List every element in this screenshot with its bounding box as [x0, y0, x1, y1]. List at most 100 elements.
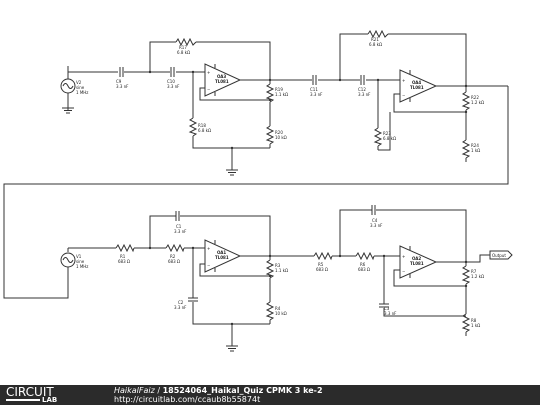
r19-name: R19 — [275, 87, 283, 92]
r19-value: 1.1 kΩ — [275, 92, 288, 97]
logo-text-bottom: LAB — [42, 396, 58, 404]
resistor-icon — [461, 265, 471, 285]
c2-name: C2 — [178, 300, 184, 305]
r22-name: R22 — [471, 95, 479, 100]
ground-icon — [226, 345, 238, 352]
source-v2-type: sine — [76, 85, 85, 90]
capacitor-icon — [360, 75, 365, 85]
r22-value: 1.2 kΩ — [471, 100, 484, 105]
opamp-icon — [204, 239, 242, 273]
footer-bar: CIRCUIT LAB HaikalFaiz / 18524064_Haikal… — [0, 385, 540, 405]
resistor-icon — [367, 29, 389, 39]
r1-value: 683 Ω — [118, 259, 130, 264]
r6-name: R6 — [360, 262, 366, 267]
capacitor-icon — [312, 75, 317, 85]
stage3-labels: V1 sine 1 MHz R1 683 Ω R2 683 Ω C1 3.3 n… — [76, 224, 288, 316]
logo-text-top: CIRCUIT — [6, 385, 54, 399]
opamp-icon — [204, 63, 242, 97]
r23-name: R23 — [383, 131, 391, 136]
c3-value: 3.3 nF — [384, 311, 397, 316]
c1-name: C1 — [176, 224, 182, 229]
output-label: Output — [492, 253, 506, 258]
c9-value: 3.3 nF — [116, 84, 129, 89]
stage2-labels: C11 3.3 nF C12 3.3 nF R21 6.8 kΩ R22 1.2… — [310, 37, 484, 153]
sine-wave-icon — [62, 257, 74, 263]
c3-name: C3 — [384, 306, 390, 311]
c9-name: C9 — [116, 79, 122, 84]
oa2-plus-pin: + — [402, 254, 405, 259]
resistor-icon — [461, 313, 471, 333]
capacitor-icon — [188, 297, 198, 302]
r17-value: 6.8 kΩ — [177, 50, 190, 55]
circuit-title[interactable]: 18524064_Haikal_Quiz CPMK 3 ke-2 — [162, 386, 323, 395]
r4-name: R4 — [275, 306, 281, 311]
capacitor-icon — [119, 67, 124, 77]
c4-value: 3.3 nF — [370, 223, 383, 228]
oa3-model: TL081 — [215, 79, 229, 84]
footer-credit: HaikalFaiz / 18524064_Haikal_Quiz CPMK 3… — [114, 386, 323, 395]
r1-name: R1 — [120, 254, 126, 259]
oa2-minus-pin: − — [402, 269, 405, 274]
oa4-name: OA4 — [412, 80, 421, 85]
c12-value: 3.3 nF — [358, 92, 371, 97]
resistor-icon — [265, 259, 275, 279]
r6-value: 683 Ω — [358, 267, 370, 272]
source-v2-name: V2 — [76, 80, 82, 85]
circuitlab-logo[interactable]: CIRCUIT LAB — [6, 386, 96, 404]
oa4-plus-pin: + — [402, 78, 405, 83]
c1-value: 3.3 nF — [174, 229, 187, 234]
c12-name: C12 — [358, 87, 366, 92]
stage4-labels: R5 683 Ω R6 683 Ω C4 3.3 nF C3 3.3 nF R7… — [316, 218, 506, 328]
opamp-icon — [399, 69, 438, 103]
r5-name: R5 — [318, 262, 324, 267]
stage2-components — [312, 29, 471, 159]
r3-value: 1.1 kΩ — [275, 268, 288, 273]
author-name[interactable]: HaikalFaiz — [114, 386, 155, 395]
stage3-components — [60, 211, 275, 352]
r24-value: 1 kΩ — [471, 148, 480, 153]
logo-underline — [6, 399, 40, 401]
capacitor-icon — [371, 205, 376, 215]
r2-value: 683 Ω — [168, 259, 180, 264]
capacitor-icon — [175, 211, 180, 221]
stage3-wiring — [67, 215, 312, 346]
source-v2-freq: 1 MHz — [76, 90, 88, 95]
source-v1-name: V1 — [76, 254, 82, 259]
r21-name: R21 — [371, 37, 379, 42]
resistor-icon — [265, 83, 275, 103]
oa2-model: TL081 — [410, 261, 424, 266]
c4-name: C4 — [372, 218, 378, 223]
source-v1-type: sine — [76, 259, 85, 264]
r8-value: 1 kΩ — [471, 323, 480, 328]
stage1-labels: V2 sine 1 MHz C9 3.3 nF C10 3.3 nF R17 6… — [76, 45, 288, 140]
resistor-icon — [461, 139, 471, 159]
output-tag-icon — [489, 250, 513, 260]
resistor-icon — [165, 243, 185, 253]
oa3-name: OA3 — [217, 74, 226, 79]
r20-name: R20 — [275, 130, 283, 135]
r2-name: R2 — [170, 254, 176, 259]
circuit-url-link[interactable]: http://circuitlab.com/ccaub8b55874t — [114, 395, 261, 404]
c10-name: C10 — [167, 79, 175, 84]
oa1-plus-pin: + — [207, 246, 210, 251]
resistor-icon — [461, 91, 471, 111]
r4-value: 10 kΩ — [275, 311, 287, 316]
r23-value: 6.8 kΩ — [383, 136, 396, 141]
c10-value: 3.3 nF — [167, 84, 180, 89]
oa1-minus-pin: − — [207, 263, 210, 268]
r18-value: 6.8 kΩ — [198, 128, 211, 133]
r24-name: R24 — [471, 143, 479, 148]
credit-separator: / — [154, 386, 163, 395]
r3-name: R3 — [275, 263, 281, 268]
c11-name: C11 — [310, 87, 318, 92]
stage4-wiring — [312, 209, 490, 336]
c2-value: 3.3 nF — [174, 305, 187, 310]
r17-name: R17 — [179, 45, 187, 50]
capacitor-icon — [170, 67, 175, 77]
resistor-icon — [265, 301, 275, 321]
r7-name: R7 — [471, 269, 477, 274]
opamp-icon — [399, 245, 438, 279]
oa4-model: TL081 — [410, 85, 424, 90]
resistor-icon — [373, 127, 383, 147]
resistor-icon — [188, 117, 198, 137]
